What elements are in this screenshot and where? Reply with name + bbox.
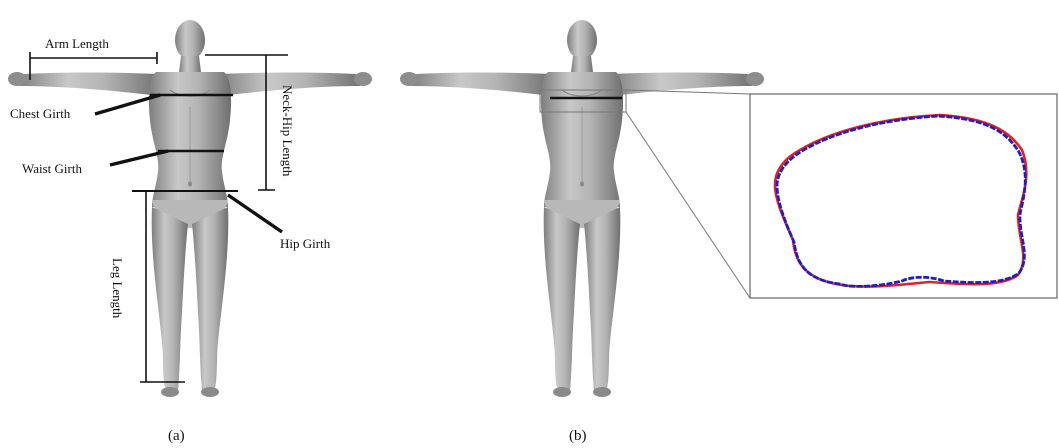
leg-length-label: Leg Length [110,258,125,319]
chest-girth-label: Chest Girth [10,106,71,121]
cross-section-inset [750,94,1057,298]
waist-girth-label: Waist Girth [22,161,82,176]
hip-girth-label: Hip Girth [280,236,331,251]
body-model-b [400,20,764,397]
body-model-a [8,20,372,397]
caption-b: (b) [569,428,587,444]
caption-a: (a) [168,428,185,444]
panel-a: Arm Length Neck-Hip Length Chest Girth W… [8,20,372,444]
neck-hip-length-label: Neck-Hip Length [280,85,295,177]
arm-length-label: Arm Length [45,36,109,51]
panel-b: (b) [400,20,1057,444]
zoom-connector [626,90,750,298]
